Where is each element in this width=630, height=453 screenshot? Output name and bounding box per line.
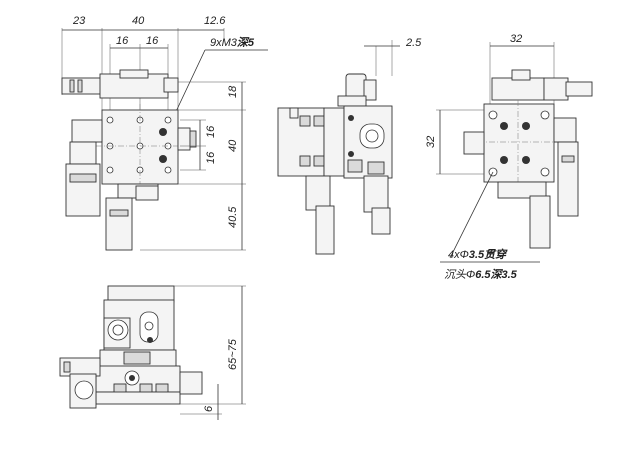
dim-pitch-vertical-b: 16 [205,151,217,164]
dim-width-left: 23 [72,15,86,27]
dim-height-top: 18 [227,85,239,98]
dim-pitch-left: 16 [116,35,129,47]
side-micrometer-left [315,205,335,255]
dim-width-top: 40 [132,15,145,27]
dim-pitch-right: 16 [146,35,159,47]
dim-front-base: 6 [203,405,215,412]
dim-offset-right: 12.6 [204,15,226,27]
right-micrometer-vertical [557,141,579,217]
right-micrometer-lower [529,195,551,249]
counterbore-note: 沉头Φ6.5深3.5 [444,268,518,281]
micrometer-body [99,73,169,99]
side-micrometer-right [371,207,391,235]
dim-right-width: 32 [510,33,522,45]
front-view: 65~75 6 [59,285,246,420]
dim-front-height-range: 65~75 [227,338,239,370]
through-hole-note: 4xΦ3.5贯穿 [448,248,508,261]
tap-note: 9xM3深5 [210,36,255,49]
dim-side-offset: 2.5 [405,37,422,49]
side-view: 2.5 [277,37,422,255]
right-view: 32 32 4xΦ3.5贯 [425,33,593,281]
micrometer-vertical [65,163,101,217]
dim-height-mid: 40 [227,139,239,152]
dim-pitch-vertical-a: 16 [205,125,217,138]
dim-right-height: 32 [425,136,437,148]
micrometer-lower [105,197,133,251]
dim-height-bottom: 40.5 [227,206,239,228]
top-view: 23 40 12.6 16 16 9xM3深5 [61,15,268,251]
right-micrometer-top [565,81,593,97]
